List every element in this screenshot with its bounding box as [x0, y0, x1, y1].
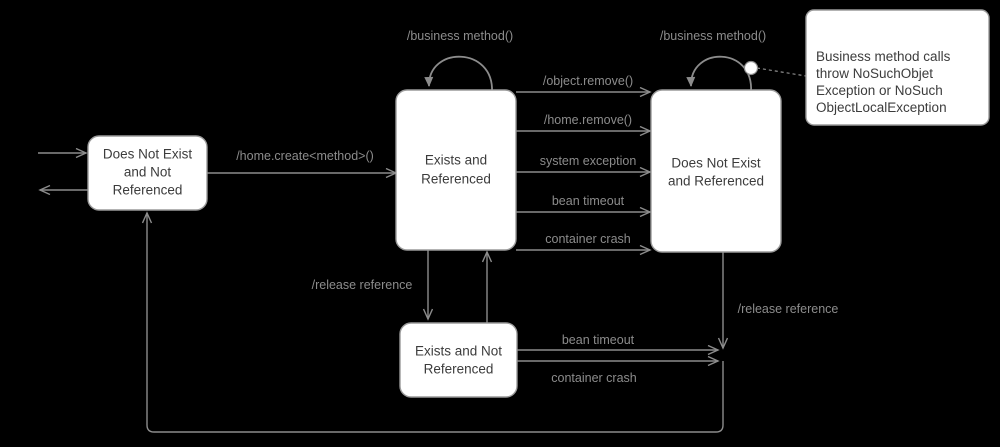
- transition-home-remove-label: /home.remove(): [544, 113, 632, 127]
- state-label-line-2: and Not: [124, 165, 172, 180]
- state-does-not-exist-and-referenced[interactable]: Does Not Exist and Referenced: [650, 89, 782, 253]
- transition-self-loop-exists-referenced-label: /business method(): [407, 29, 513, 43]
- transition-release-reference-right: /release reference: [723, 252, 838, 348]
- transition-create-label: /home.create<method>(): [236, 149, 374, 163]
- state-does-not-exist-and-not-referenced[interactable]: Does Not Exist and Not Referenced: [87, 135, 208, 211]
- transition-container-crash-upper-label: container crash: [545, 232, 631, 246]
- state-box-rect: [87, 135, 208, 211]
- note-anchor-dot: [743, 60, 759, 76]
- transition-container-crash-lower: container crash: [517, 361, 718, 385]
- state-exists-and-not-referenced[interactable]: Exists and Not Referenced: [399, 322, 518, 398]
- transition-bean-timeout-upper-label: bean timeout: [552, 194, 625, 208]
- state-exists-and-referenced[interactable]: Exists and Referenced: [395, 89, 517, 251]
- transition-object-remove: /object.remove(): [516, 74, 650, 92]
- transition-bean-timeout-lower-label: bean timeout: [562, 333, 635, 347]
- note-line-2: throw NoSuchObjet: [816, 66, 933, 81]
- transition-container-crash-lower-label: container crash: [551, 371, 637, 385]
- transition-system-exception-label: system exception: [540, 154, 637, 168]
- state-label-line-1: Exists and Not: [415, 344, 502, 359]
- transition-release-reference-middle-label: /release reference: [312, 278, 413, 292]
- transition-release-reference-right-label: /release reference: [738, 302, 839, 316]
- state-label-line-2: and Referenced: [668, 174, 764, 189]
- state-box-rect: [399, 322, 518, 398]
- note-line-3: Exception or NoSuch: [816, 83, 943, 98]
- state-label-line-3: Referenced: [113, 183, 183, 198]
- transition-return-to-does-not-exist-not-referenced: [147, 213, 724, 433]
- transition-self-loop-does-not-exist-referenced: /business method(): [660, 29, 766, 93]
- transition-object-remove-label: /object.remove(): [543, 74, 633, 88]
- state-box-rect: [395, 89, 517, 251]
- note-business-method-exception[interactable]: Business method calls throw NoSuchObjet …: [805, 9, 990, 126]
- transition-create: /home.create<method>(): [207, 149, 396, 173]
- transition-system-exception: system exception: [516, 154, 650, 172]
- note-line-1: Business method calls: [816, 49, 951, 64]
- state-label-line-1: Does Not Exist: [671, 156, 761, 171]
- transition-bean-timeout-upper: bean timeout: [516, 194, 650, 212]
- state-label-line-2: Referenced: [424, 362, 494, 377]
- state-label-line-1: Does Not Exist: [103, 147, 193, 162]
- note-connector: [743, 60, 807, 77]
- state-box-rect: [650, 89, 782, 253]
- state-label-line-2: Referenced: [421, 172, 491, 187]
- note-box-rect: [805, 9, 990, 126]
- state-label-line-1: Exists and: [425, 153, 487, 168]
- transition-bean-timeout-lower: bean timeout: [517, 333, 718, 350]
- transition-release-reference-middle: /release reference: [312, 248, 428, 319]
- transition-home-remove: /home.remove(): [516, 113, 650, 131]
- transition-container-crash-upper: container crash: [516, 232, 650, 250]
- transition-self-loop-exists-referenced: /business method(): [407, 29, 513, 93]
- note-line-4: ObjectLocalException: [816, 100, 947, 115]
- transition-self-loop-does-not-exist-referenced-label: /business method(): [660, 29, 766, 43]
